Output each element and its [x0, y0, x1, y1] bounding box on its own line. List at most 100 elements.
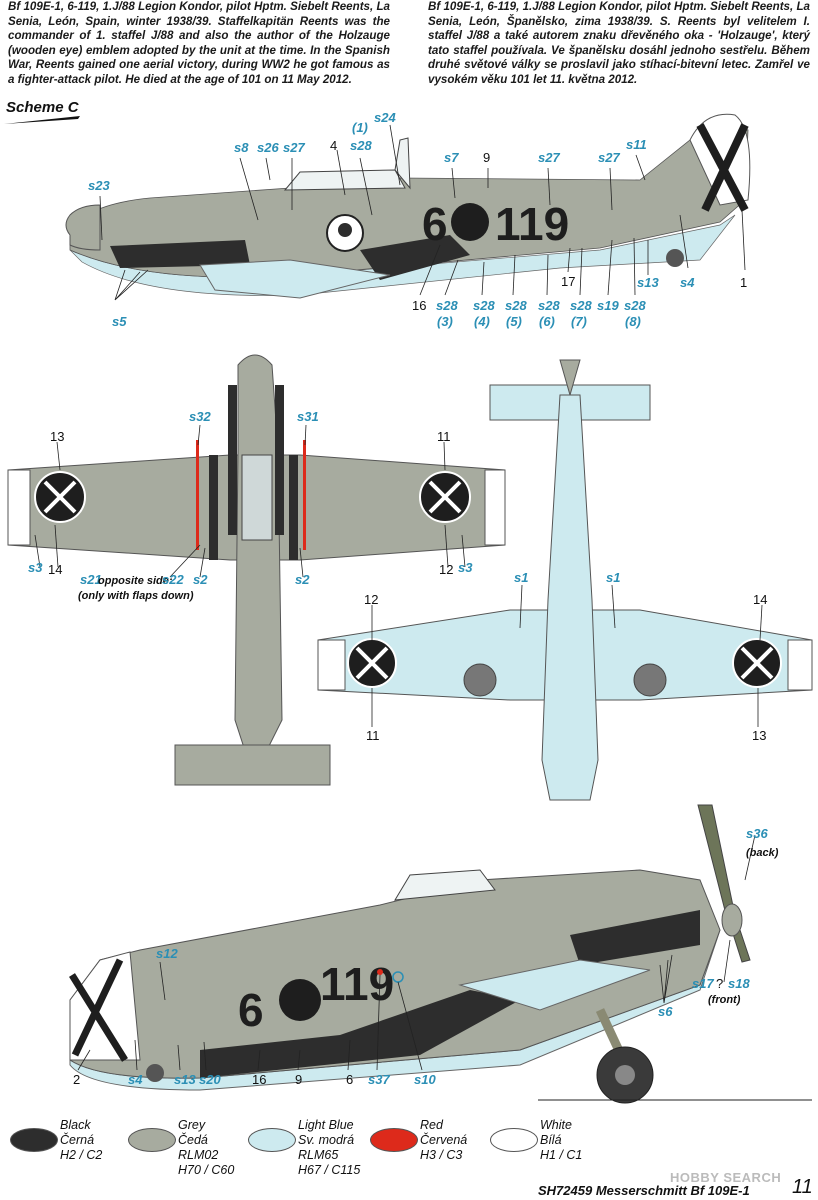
- page-number: 11: [792, 1176, 813, 1198]
- side-view-right: 6 119: [65, 113, 751, 301]
- legend-red-cz: Červená: [420, 1133, 468, 1147]
- watermark: HOBBY SEARCH: [670, 1170, 782, 1185]
- label-9-left: 9: [295, 1072, 302, 1087]
- swatch-grey: [128, 1128, 176, 1152]
- label-11: 11: [437, 429, 451, 444]
- label-s1: s1: [514, 570, 528, 585]
- label-front: (front): [708, 994, 741, 1006]
- label-4: 4: [330, 138, 337, 153]
- scheme-title: Scheme C: [6, 99, 79, 116]
- label-s2-b: s2: [295, 572, 310, 587]
- description-czech: Bf 109E-1, 6-119, 1.J/88 Legion Kondor, …: [428, 0, 810, 86]
- label-s37: s37: [368, 1072, 390, 1087]
- label-s6: s6: [658, 1004, 673, 1019]
- top-view-labels: s32 s31 13 11 s3 14 12 s3 s21 opposite s…: [28, 409, 473, 602]
- label-s28-3: s28: [436, 298, 458, 313]
- label-13-bottom: 13: [752, 728, 766, 743]
- legend-grey-cz: Čedá: [178, 1133, 208, 1147]
- label-17: 17: [561, 274, 575, 289]
- label-s28-8: s28: [624, 298, 646, 313]
- label-2: 2: [73, 1072, 80, 1087]
- legend-grey-en: Grey: [178, 1118, 206, 1132]
- legend-grey: Grey Čedá RLM02 H70 / C60: [128, 1118, 235, 1178]
- legend-black-codes: H2 / C2: [60, 1148, 103, 1162]
- label-s17: s17: [692, 976, 714, 991]
- label-question: ?: [716, 976, 723, 991]
- label-4-paren: (4): [474, 314, 490, 329]
- label-14-bottom: 14: [753, 592, 767, 607]
- label-s22: s22: [162, 572, 184, 587]
- swatch-black: [10, 1128, 58, 1152]
- legend-red-codes: H3 / C3: [420, 1148, 463, 1162]
- legend-red: Red Červená H3 / C3: [370, 1118, 468, 1163]
- label-s27-b: s27: [538, 150, 560, 165]
- legend-white-en: White: [540, 1118, 572, 1132]
- label-s8: s8: [234, 140, 249, 155]
- label-s13: s13: [637, 275, 659, 290]
- legend-grey-codes: H70 / C60: [178, 1163, 235, 1177]
- legend-black: Black Černá H2 / C2: [10, 1118, 103, 1163]
- label-s11: s11: [626, 137, 647, 152]
- side-view-left: 6 119: [69, 804, 812, 1104]
- label-1: 1: [740, 275, 747, 290]
- label-flaps-down: (only with flaps down): [78, 590, 194, 602]
- legend-lightblue-cz: Sv. modrá: [298, 1133, 355, 1147]
- label-s28-6: s28: [538, 298, 560, 313]
- label-16: 16: [412, 298, 426, 313]
- legend-lightblue-en: Light Blue: [298, 1118, 354, 1132]
- label-s28-7: s28: [570, 298, 592, 313]
- label-1-paren: (1): [352, 120, 368, 135]
- label-16-left: 16: [252, 1072, 266, 1087]
- label-s28: s28: [350, 138, 372, 153]
- legend-grey-rlm: RLM02: [178, 1148, 219, 1162]
- label-s7: s7: [444, 150, 459, 165]
- label-s28-5: s28: [505, 298, 527, 313]
- label-s20: s20: [199, 1072, 221, 1087]
- bottom-view: [317, 359, 813, 801]
- label-s18: s18: [728, 976, 750, 991]
- label-s27: s27: [283, 140, 305, 155]
- label-s26: s26: [257, 140, 279, 155]
- label-s36: s36: [746, 826, 768, 841]
- label-3-paren: (3): [437, 314, 453, 329]
- label-14: 14: [48, 562, 62, 577]
- footer-title: SH72459 Messerschmitt Bf 109E-1: [538, 1183, 750, 1198]
- label-s27-c: s27: [598, 150, 620, 165]
- label-s4-left: s4: [128, 1072, 143, 1087]
- label-s28-4: s28: [473, 298, 495, 313]
- legend-lightblue-rlm: RLM65: [298, 1148, 339, 1162]
- label-s3-b: s3: [458, 560, 473, 575]
- label-s10: s10: [414, 1072, 436, 1087]
- label-7-paren: (7): [571, 314, 587, 329]
- legend-red-en: Red: [420, 1118, 443, 1132]
- description-english: Bf 109E-1, 6-119, 1.J/88 Legion Kondor, …: [8, 0, 390, 86]
- label-s13-left: s13: [174, 1072, 196, 1087]
- swatch-red: [370, 1128, 418, 1152]
- bottom-view-labels: s1 s1 12 14 11 13: [364, 570, 767, 743]
- label-s31: s31: [297, 409, 319, 424]
- label-s24: s24: [374, 110, 396, 125]
- legend-black-en: Black: [60, 1118, 91, 1132]
- label-s1-b: s1: [606, 570, 620, 585]
- side-view-left-labels: s12 s36 (back) 2 s4 s13 s20 16 9 6 s37 s…: [73, 826, 779, 1087]
- code-disc: [451, 203, 489, 241]
- label-s19: s19: [597, 298, 619, 313]
- label-s5: s5: [112, 314, 127, 329]
- label-9: 9: [483, 150, 490, 165]
- label-back: (back): [746, 847, 779, 859]
- legend-lightblue: Light Blue Sv. modrá RLM65 H67 / C115: [248, 1118, 360, 1178]
- label-6-paren: (6): [539, 314, 555, 329]
- swatch-lightblue: [248, 1128, 296, 1152]
- label-s3: s3: [28, 560, 43, 575]
- swatch-white: [490, 1128, 538, 1152]
- label-s2: s2: [193, 572, 208, 587]
- code-right: 119: [495, 198, 569, 250]
- legend-white: White Bílá H1 / C1: [490, 1118, 582, 1163]
- label-11-bottom: 11: [366, 728, 380, 743]
- code-left-2: 6: [238, 984, 264, 1036]
- top-view: [7, 354, 506, 786]
- label-s32: s32: [189, 409, 211, 424]
- label-s4: s4: [680, 275, 695, 290]
- legend-black-cz: Černá: [60, 1133, 95, 1147]
